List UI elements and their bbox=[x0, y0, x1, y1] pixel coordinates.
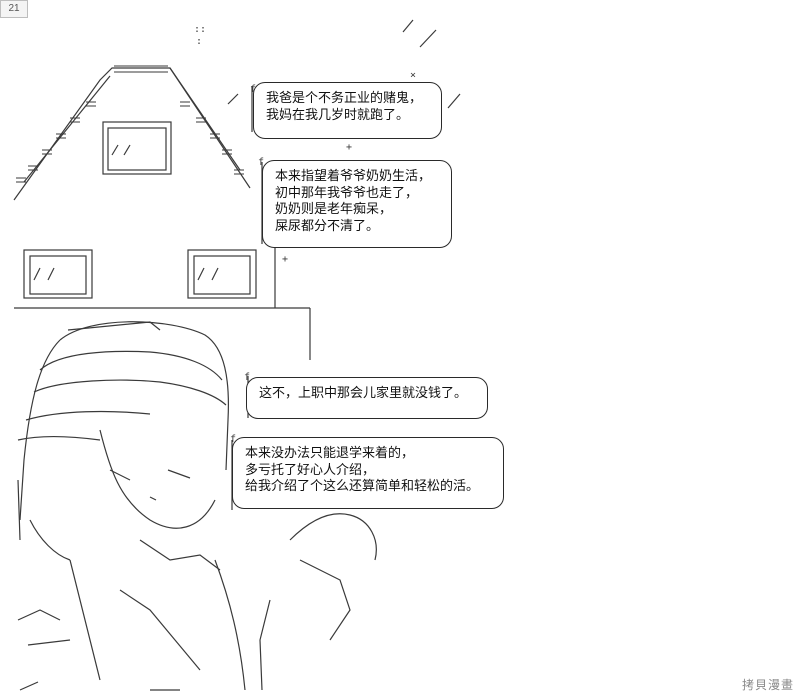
speech-bubble-2: 本来指望着爷爷奶奶生活， 初中那年我爷爷也走了， 奶奶则是老年痴呆， 屎尿都分不… bbox=[262, 160, 452, 248]
bubble-4-line-2: 多亏托了好心人介绍， bbox=[245, 462, 376, 478]
svg-text:×: × bbox=[410, 70, 416, 81]
bubble-2-line-3: 奶奶则是老年痴呆， bbox=[275, 202, 393, 217]
page-number: 21 bbox=[0, 0, 28, 18]
svg-text:f: f bbox=[258, 157, 264, 168]
svg-text::: : bbox=[200, 24, 206, 35]
bubble-2-line-4: 屎尿都分不清了。 bbox=[275, 218, 380, 234]
bubble-1-line-2: 我妈在我几岁时就跑了。 bbox=[266, 107, 410, 123]
bubble-1-line-1: 我爸是个不务正业的赌鬼， bbox=[266, 91, 423, 106]
speech-bubble-4: 本来没办法只能退学来着的， 多亏托了好心人介绍， 给我介绍了个这么还算简单和轻松… bbox=[232, 437, 504, 509]
bubble-3-line-1: 这不，上职中那会儿家里就没钱了。 bbox=[259, 386, 468, 401]
bubble-4-line-1: 本来没办法只能退学来着的， bbox=[245, 446, 415, 461]
svg-text::: : bbox=[194, 24, 200, 35]
bubble-2-line-1: 本来指望着爷爷奶奶生活， bbox=[275, 169, 432, 184]
svg-text:+: + bbox=[282, 254, 288, 265]
svg-text:+: + bbox=[346, 142, 352, 153]
bubble-4-line-3: 给我介绍了个这么还算简单和轻松的活。 bbox=[245, 479, 480, 494]
svg-text::: : bbox=[196, 36, 202, 47]
speech-bubble-1: 我爸是个不务正业的赌鬼， 我妈在我几岁时就跑了。 bbox=[253, 82, 442, 139]
svg-text:f: f bbox=[244, 372, 250, 383]
bubble-2-line-2: 初中那年我爷爷也走了， bbox=[275, 185, 419, 201]
speech-bubble-3: 这不，上职中那会儿家里就没钱了。 bbox=[246, 377, 488, 419]
watermark: 拷貝漫畫 bbox=[741, 678, 794, 692]
svg-text:f: f bbox=[230, 434, 236, 445]
